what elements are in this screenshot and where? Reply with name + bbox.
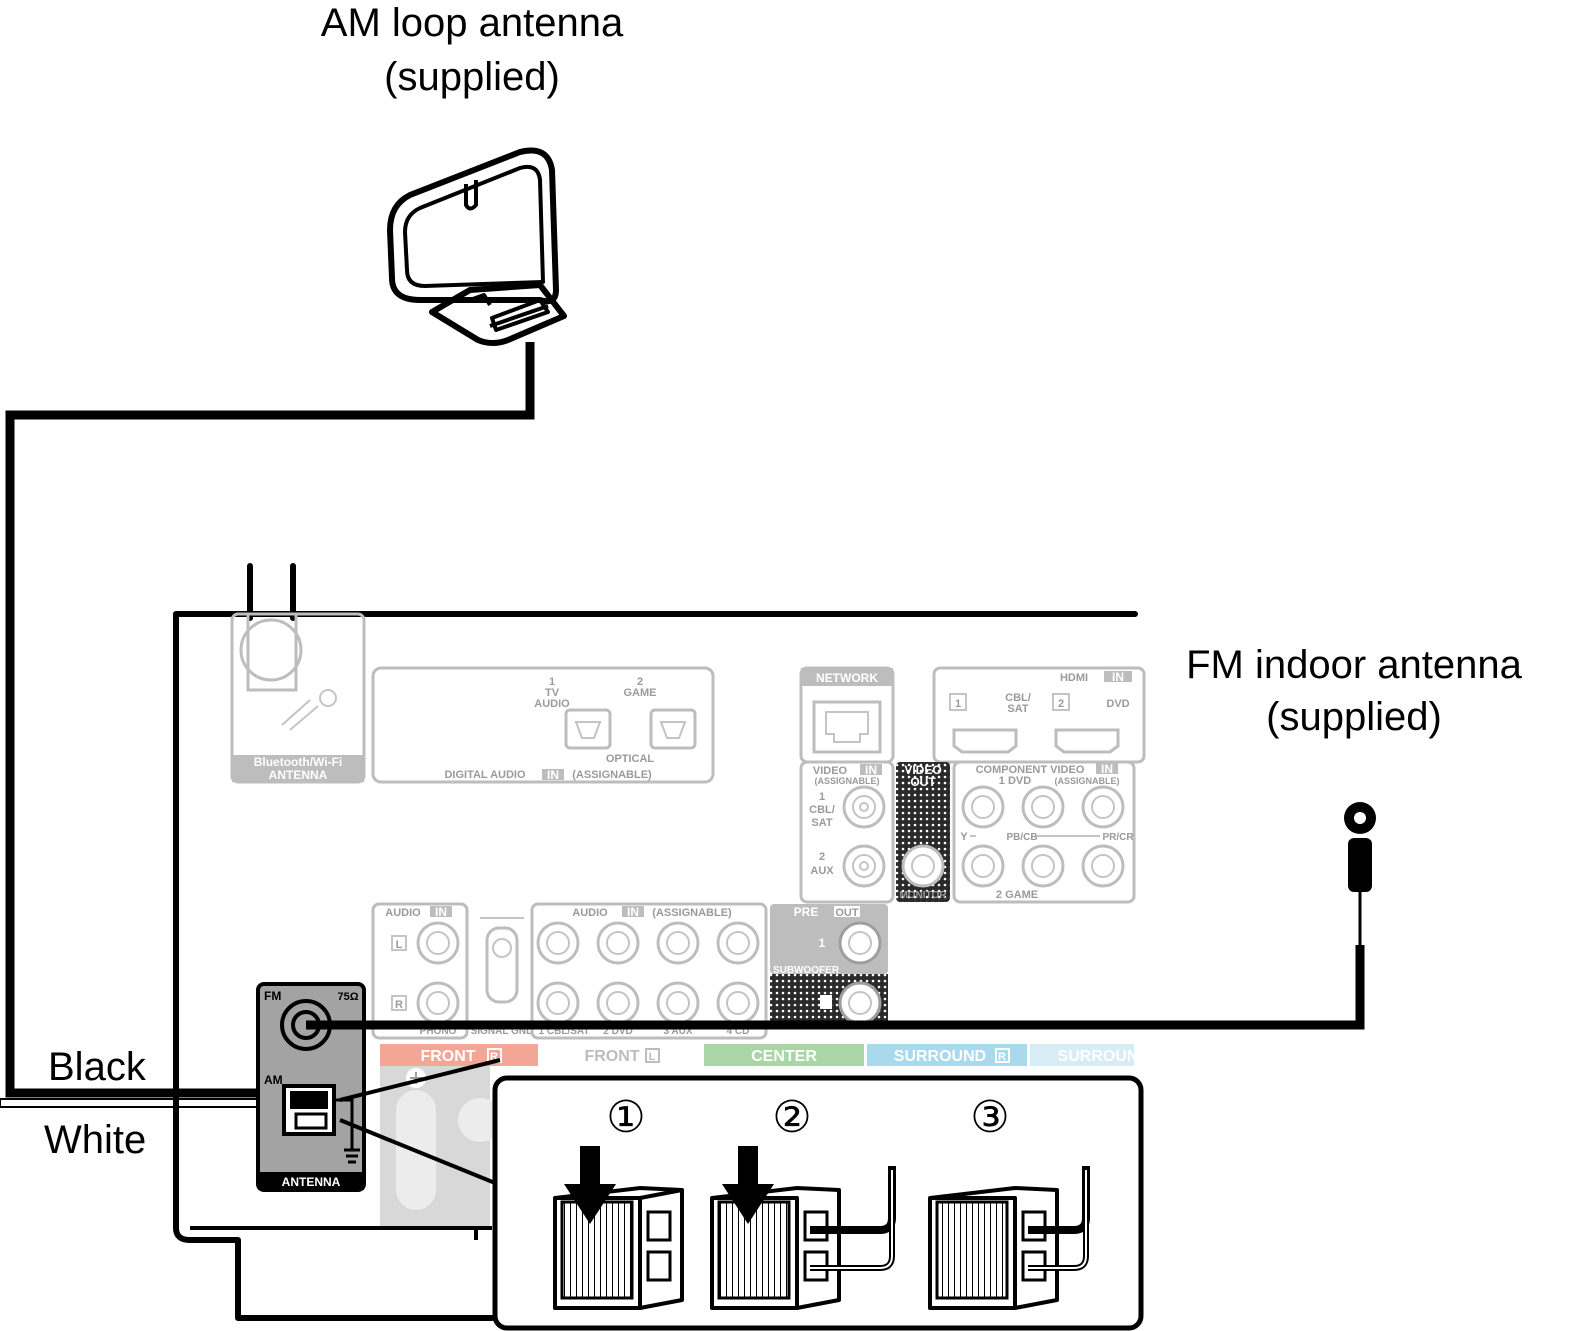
pre-out-badge: OUT xyxy=(835,907,859,919)
surround-r-channel: R xyxy=(998,1051,1006,1063)
audio-assignable-text: (ASSIGNABLE) xyxy=(652,907,732,919)
video-cbl-sat-num: 1 xyxy=(819,791,825,803)
fm-antenna-label: FM indoor antenna xyxy=(1186,643,1523,687)
am-antenna-label: AM loop antenna xyxy=(321,1,624,45)
hdmi-label: HDMI xyxy=(1060,672,1088,684)
audio-in-badge: IN xyxy=(435,905,447,919)
fm-antenna-cable xyxy=(306,945,1365,1030)
front-l-label: FRONT xyxy=(584,1048,639,1065)
component-dvd-label: 1 DVD xyxy=(999,775,1031,787)
video-out-label: VIDEO xyxy=(904,763,941,777)
pre-out-label: PRE xyxy=(794,905,819,919)
pre-out-1-label: 1 xyxy=(819,936,826,950)
game-label: GAME xyxy=(624,687,657,699)
bt-antenna-label-2: ANTENNA xyxy=(269,768,328,782)
am-terminal-steps-inset: ① ② ③ xyxy=(492,1075,1144,1331)
audio-in-1-label: 1 CBL/SAT xyxy=(539,1026,590,1037)
fm-label: FM xyxy=(264,989,281,1003)
game-num: 2 xyxy=(637,676,643,688)
video-cbl-sat-label-2: SAT xyxy=(811,817,832,829)
step-2-terminal-icon xyxy=(710,1146,896,1310)
bt-antenna-label: Bluetooth/Wi-Fi xyxy=(254,755,343,769)
antenna-label: ANTENNA xyxy=(282,1175,341,1189)
tv-audio-num: 1 xyxy=(549,676,555,688)
front-r-label: FRONT xyxy=(420,1048,475,1065)
step-1-arrow-icon xyxy=(564,1146,616,1224)
component-pr-label: PR/CR xyxy=(1102,832,1134,843)
front-l-channel: L xyxy=(649,1051,656,1063)
am-label: AM xyxy=(264,1073,283,1087)
hdmi-1-num: 1 xyxy=(955,698,961,710)
front-r-channel: R xyxy=(490,1051,498,1063)
phono-label: PHONO xyxy=(420,1026,457,1037)
component-pb-label: PB/CB xyxy=(1006,832,1037,843)
hdmi-1-label: CBL/ xyxy=(1005,692,1031,704)
audio-r-label: R xyxy=(395,999,403,1011)
optical-label: OPTICAL xyxy=(606,753,655,765)
center-label: CENTER xyxy=(751,1048,817,1065)
step-2-arrow-icon xyxy=(722,1146,774,1224)
black-wire-label: Black xyxy=(48,1045,147,1089)
video-aux-num: 2 xyxy=(819,851,825,863)
subwoofer-label: SUBWOOFER xyxy=(773,965,840,976)
tv-audio-label: TV xyxy=(545,687,560,699)
step-1-terminal-icon xyxy=(553,1146,684,1310)
signal-gnd-label: SIGNAL GND xyxy=(471,1026,534,1037)
audio-l-label: L xyxy=(396,939,403,951)
white-wire-label: White xyxy=(44,1118,146,1162)
hdmi-2-num: 2 xyxy=(1058,698,1064,710)
audio-in-3-label: 3 AUX xyxy=(663,1026,692,1037)
antenna-terminal: ANTENNA FM 75Ω AM xyxy=(256,982,366,1192)
hdmi-2-label: DVD xyxy=(1106,698,1129,710)
fm-antenna-supplied-label: (supplied) xyxy=(1266,695,1442,739)
am-antenna-cable xyxy=(5,342,535,1098)
surround-l-label: SURROUN xyxy=(1058,1048,1139,1065)
audio-in-label: AUDIO xyxy=(385,907,421,919)
ohm-label: 75Ω xyxy=(337,991,358,1003)
step-2-number: ② xyxy=(772,1092,811,1143)
video-in-assignable: (ASSIGNABLE) xyxy=(815,776,880,786)
step-1-number: ① xyxy=(606,1092,645,1143)
component-in-badge: IN xyxy=(1101,762,1113,776)
am-antenna-supplied-label: (supplied) xyxy=(384,55,560,99)
video-aux-label: AUX xyxy=(810,865,834,877)
fm-indoor-antenna-icon xyxy=(1344,802,1376,950)
audio-in-2-label: 2 DVD xyxy=(603,1026,632,1037)
am-loop-antenna-icon xyxy=(387,147,567,346)
video-in-label: VIDEO xyxy=(813,765,848,777)
audio-assignable-label: AUDIO xyxy=(572,907,608,919)
step-3-number: ③ xyxy=(970,1092,1009,1143)
inset-leader-lines xyxy=(339,1058,501,1187)
component-assignable: (ASSIGNABLE) xyxy=(1055,776,1120,786)
hdmi-in-badge: IN xyxy=(1112,670,1124,684)
step-3-terminal-icon xyxy=(928,1166,1090,1310)
component-video-label: COMPONENT VIDEO xyxy=(976,764,1085,776)
monitor-label: MONITOR xyxy=(899,890,947,901)
video-out-label-2: OUT xyxy=(910,775,936,789)
component-game-label: 2 GAME xyxy=(996,889,1038,901)
audio-assignable-badge: IN xyxy=(627,905,639,919)
network-label: NETWORK xyxy=(816,671,878,685)
hdmi-1-label-2: SAT xyxy=(1007,703,1028,715)
tv-audio-label-2: AUDIO xyxy=(534,698,570,710)
digital-audio-in-badge: IN xyxy=(547,768,559,782)
surround-r-label: SURROUND xyxy=(894,1048,986,1065)
digital-audio-label: DIGITAL AUDIO xyxy=(444,769,526,781)
digital-audio-assignable: (ASSIGNABLE) xyxy=(572,769,652,781)
video-cbl-sat-label: CBL/ xyxy=(809,804,835,816)
audio-in-4-label: 4 CD xyxy=(727,1026,750,1037)
component-y-label: Y xyxy=(960,831,968,843)
video-in-badge: IN xyxy=(865,763,877,777)
